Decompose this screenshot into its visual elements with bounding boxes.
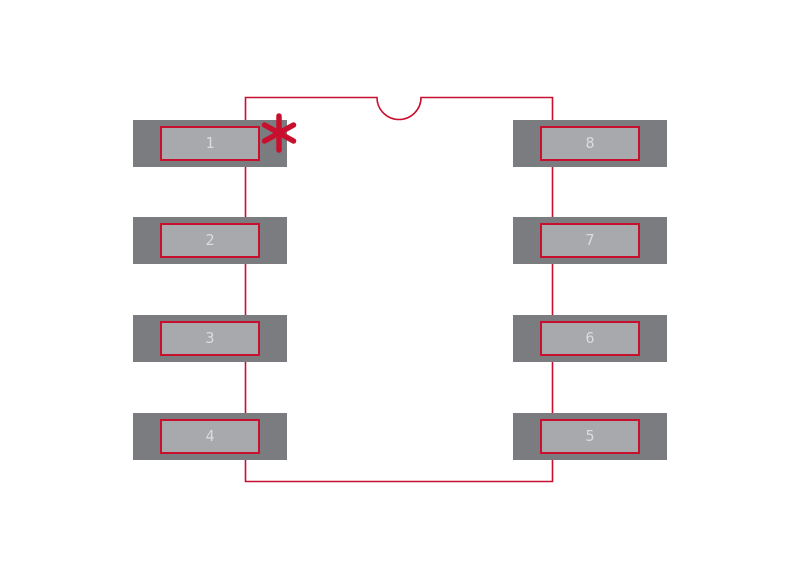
pad-pin-2: 2 <box>133 217 287 264</box>
pin-number-4: 4 <box>205 427 215 445</box>
pad-pin-5: 5 <box>513 413 667 460</box>
pin-number-8: 8 <box>585 134 595 152</box>
pin-number-3: 3 <box>205 329 215 347</box>
pad-pin-7: 7 <box>513 217 667 264</box>
pin-number-6: 6 <box>585 329 595 347</box>
pad-outline-pin-4: 4 <box>160 419 260 454</box>
pad-outline-pin-3: 3 <box>160 321 260 356</box>
pad-outline-pin-8: 8 <box>540 126 640 161</box>
pad-outline-pin-6: 6 <box>540 321 640 356</box>
pin1-marker-icon <box>261 113 297 153</box>
pad-pin-6: 6 <box>513 315 667 362</box>
asterisk-icon <box>261 113 297 153</box>
pad-outline-pin-5: 5 <box>540 419 640 454</box>
pad-pin-3: 3 <box>133 315 287 362</box>
package-outline-path <box>244 96 554 483</box>
pad-outline-pin-2: 2 <box>160 223 260 258</box>
pin-number-2: 2 <box>205 231 215 249</box>
pin-number-5: 5 <box>585 427 595 445</box>
pad-pin-1: 1 <box>133 120 287 167</box>
pin-number-7: 7 <box>585 231 595 249</box>
pad-outline-pin-7: 7 <box>540 223 640 258</box>
pad-pin-4: 4 <box>133 413 287 460</box>
pad-pin-8: 8 <box>513 120 667 167</box>
pad-outline-pin-1: 1 <box>160 126 260 161</box>
pin-number-1: 1 <box>205 134 215 152</box>
